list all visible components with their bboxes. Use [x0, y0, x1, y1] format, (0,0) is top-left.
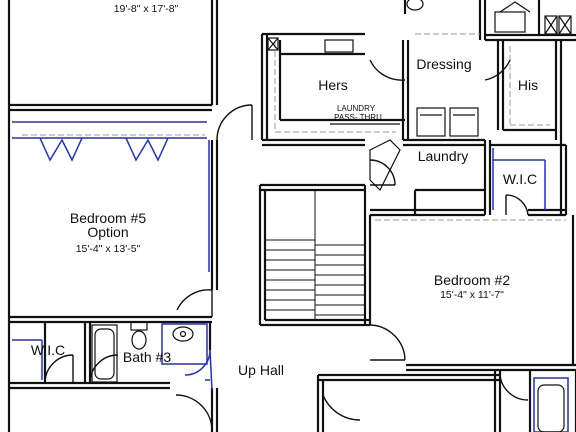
bedroom5-dims: 15'-4" x 13'-5": [76, 243, 141, 255]
top-room-dims: 19'-8" x 17'-8": [114, 3, 179, 15]
bath3-label: Bath #3: [123, 349, 171, 365]
wic-left-label: W.I.C: [31, 342, 65, 358]
laundry-pass-label-2: PASS- THRU: [334, 113, 382, 122]
up-hall-label: Up Hall: [238, 362, 284, 378]
bedroom2-dims: 15'-4" x 11'-7": [440, 289, 504, 301]
laundry-label: Laundry: [418, 148, 469, 164]
bedroom5-name: Bedroom #5: [70, 210, 146, 226]
dressing-label: Dressing: [416, 56, 471, 72]
wic-right-label: W.I.C: [503, 171, 537, 187]
stairs: [265, 190, 365, 320]
hers-label: Hers: [318, 77, 348, 93]
his-label: His: [518, 77, 538, 93]
labels: 19'-8" x 17'-8" Hers Dressing His LAUNDR…: [31, 3, 538, 378]
dashed-lines: [22, 33, 566, 221]
bedroom2-name: Bedroom #2: [434, 272, 510, 288]
laundry-pass-label-1: LAUNDRY: [337, 104, 376, 113]
fixtures: [91, 0, 572, 432]
bedroom5-option: Option: [87, 224, 128, 240]
blue-accents: [12, 121, 569, 432]
doors: [44, 59, 529, 432]
